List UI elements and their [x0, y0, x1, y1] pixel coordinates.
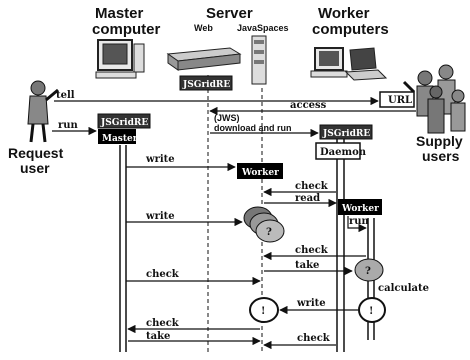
- check-label-1: check: [295, 181, 329, 192]
- master-process-box: Master: [98, 129, 138, 144]
- result-entry-javaspace: !: [250, 298, 278, 322]
- javaspaces-label: JavaSpaces: [237, 23, 289, 33]
- run-label: run: [58, 120, 79, 131]
- url-box[interactable]: URL: [380, 92, 414, 107]
- supply-users-label-line1: Supply: [416, 133, 463, 149]
- svg-text:URL: URL: [388, 95, 412, 106]
- server-title: Server: [206, 5, 253, 22]
- read-label: read: [295, 193, 320, 204]
- master-jsgridre-box: JSGridRE: [98, 114, 150, 128]
- result-entry-worker: !: [359, 298, 385, 322]
- svg-text:!: !: [369, 306, 373, 317]
- download-and-run-label: download and run: [214, 123, 292, 133]
- write-label-3: write: [296, 298, 326, 309]
- svg-text:!: !: [261, 306, 265, 317]
- worker-computers-title-line2: computers: [312, 21, 389, 38]
- write-label-2: write: [145, 211, 175, 222]
- check-label-3: check: [146, 269, 180, 280]
- svg-text:Worker: Worker: [341, 204, 379, 214]
- take-label-1: take: [295, 260, 319, 271]
- task-entries-stack: ?: [244, 207, 284, 242]
- svg-text:?: ?: [266, 227, 272, 238]
- take-label-2: take: [146, 331, 170, 342]
- request-user-label-line1: Request: [8, 145, 64, 161]
- daemon-box: Daemon: [316, 143, 367, 159]
- worker-jsgridre-box: JSGridRE: [320, 125, 372, 139]
- svg-text:JSGridRE: JSGridRE: [100, 118, 148, 128]
- worker-process-box-2: Worker: [338, 199, 382, 215]
- check-label-4: check: [146, 318, 180, 329]
- svg-text:?: ?: [365, 266, 371, 277]
- web-label: Web: [194, 23, 213, 33]
- tell-label: tell: [56, 90, 75, 101]
- check-label-5: check: [297, 333, 331, 344]
- master-computer-title-line1: Master: [95, 5, 144, 22]
- jws-label: (JWS): [214, 113, 240, 123]
- svg-text:JSGridRE: JSGridRE: [182, 80, 230, 90]
- access-label: access: [290, 100, 327, 111]
- run-label-2: run: [349, 216, 370, 227]
- request-user-label-line2: user: [20, 160, 50, 176]
- supply-users-label-line2: users: [422, 148, 460, 164]
- svg-text:Master: Master: [102, 134, 138, 144]
- master-computer-title-line2: computer: [92, 21, 161, 38]
- request-user-person-icon: [28, 81, 58, 142]
- worker-computers-title-line1: Worker: [318, 5, 370, 22]
- svg-text:Worker: Worker: [241, 168, 279, 178]
- worker-entry-box-1: Worker: [237, 163, 283, 179]
- svg-text:JSGridRE: JSGridRE: [322, 129, 370, 139]
- laptop-icon: [346, 48, 386, 80]
- write-label-1: write: [145, 154, 175, 165]
- check-label-2: check: [295, 245, 329, 256]
- master-computer-icon: [96, 40, 144, 78]
- task-entry-taken: ?: [355, 259, 383, 281]
- worker-computer-icon: [311, 48, 347, 77]
- svg-text:Daemon: Daemon: [320, 147, 367, 158]
- server-jsgridre-box: JSGridRE: [180, 76, 232, 90]
- calculate-label: calculate: [378, 283, 429, 294]
